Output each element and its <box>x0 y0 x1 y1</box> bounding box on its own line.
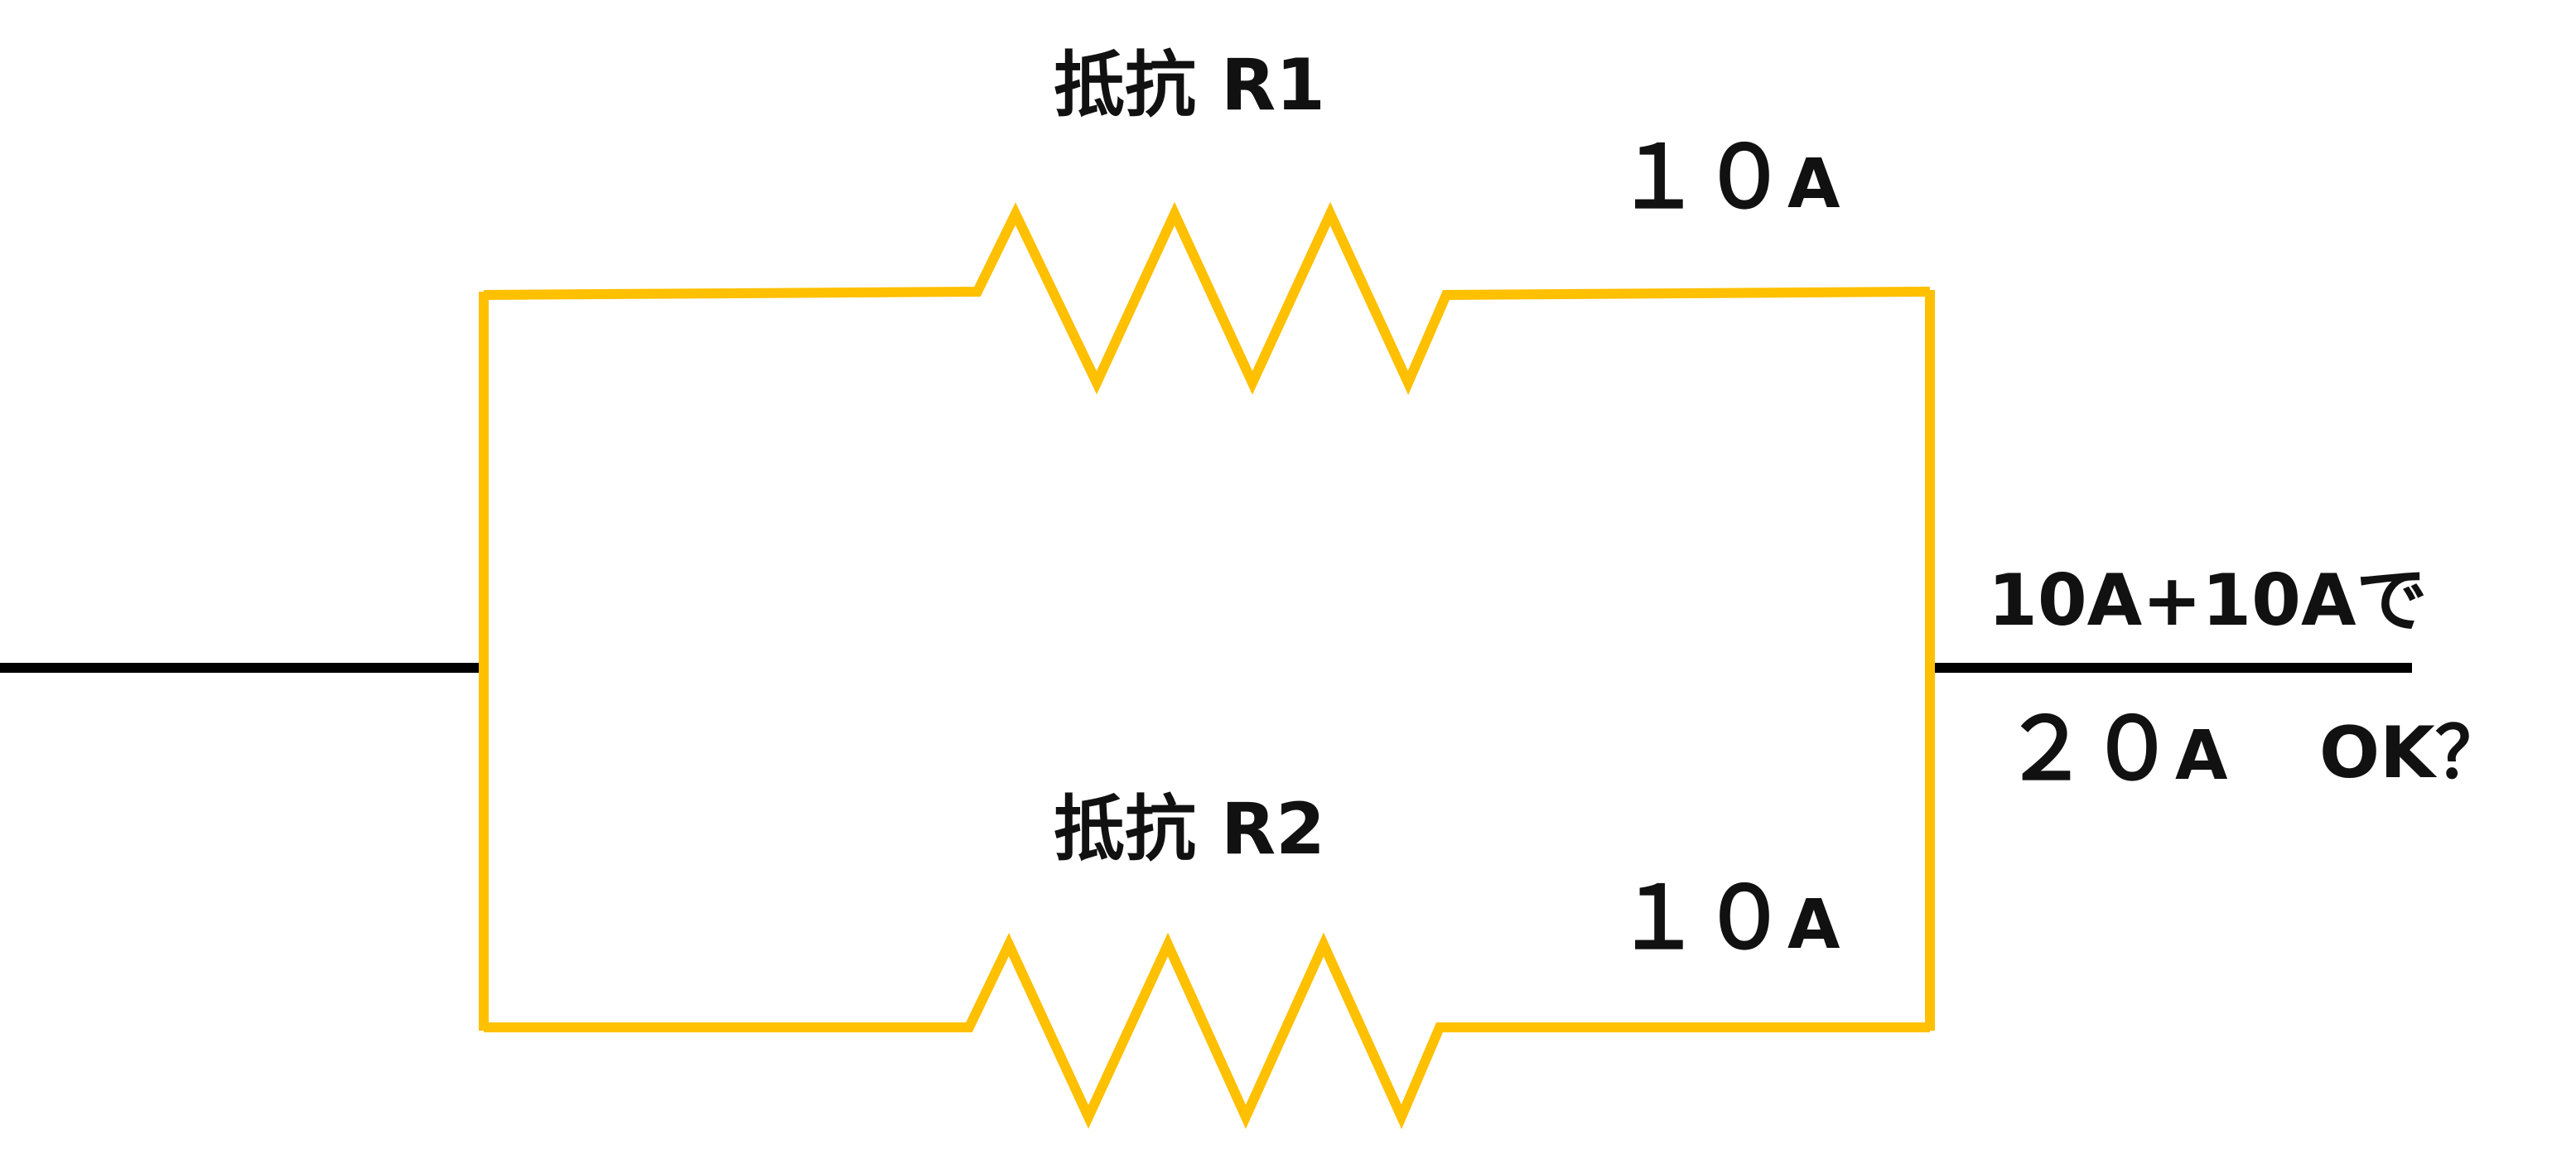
resistor-r1-label: 抵抗 R1 <box>1054 44 1326 127</box>
resistor-r2-label: 抵抗 R2 <box>1054 788 1326 871</box>
total-current-unit: A <box>2175 717 2228 795</box>
r2-current-unit: A <box>1787 886 1840 964</box>
r1-current-unit: A <box>1787 145 1840 224</box>
r2-current-digits: １０ <box>1615 867 1788 969</box>
sum-annotation: 10A+10Aで <box>1988 559 2428 642</box>
ok-question: OK？ <box>2319 712 2506 795</box>
total-current: ２０A <box>2003 706 2227 792</box>
total-current-digits: ２０ <box>2003 698 2176 800</box>
resistor-r1-current: １０A <box>1615 134 1840 220</box>
resistor-r2-branch <box>484 932 1930 1129</box>
resistor-r2-current: １０A <box>1615 875 1840 961</box>
resistor-r1-branch <box>483 201 1931 395</box>
r1-current-digits: １０ <box>1615 127 1788 228</box>
